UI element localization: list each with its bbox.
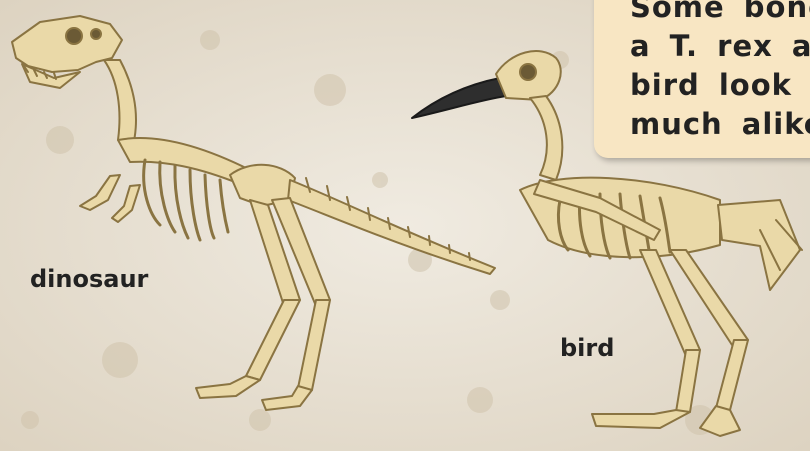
caption-line: a T. rex and a <box>630 27 810 66</box>
caption-line: Some bones of <box>630 0 810 27</box>
caption-line: much alike. <box>630 105 810 144</box>
bird-label: bird <box>560 334 614 362</box>
caption-line: bird look very <box>630 66 810 105</box>
caption-text: Some bones of a T. rex and a bird look v… <box>630 0 810 144</box>
dinosaur-label: dinosaur <box>30 265 148 293</box>
